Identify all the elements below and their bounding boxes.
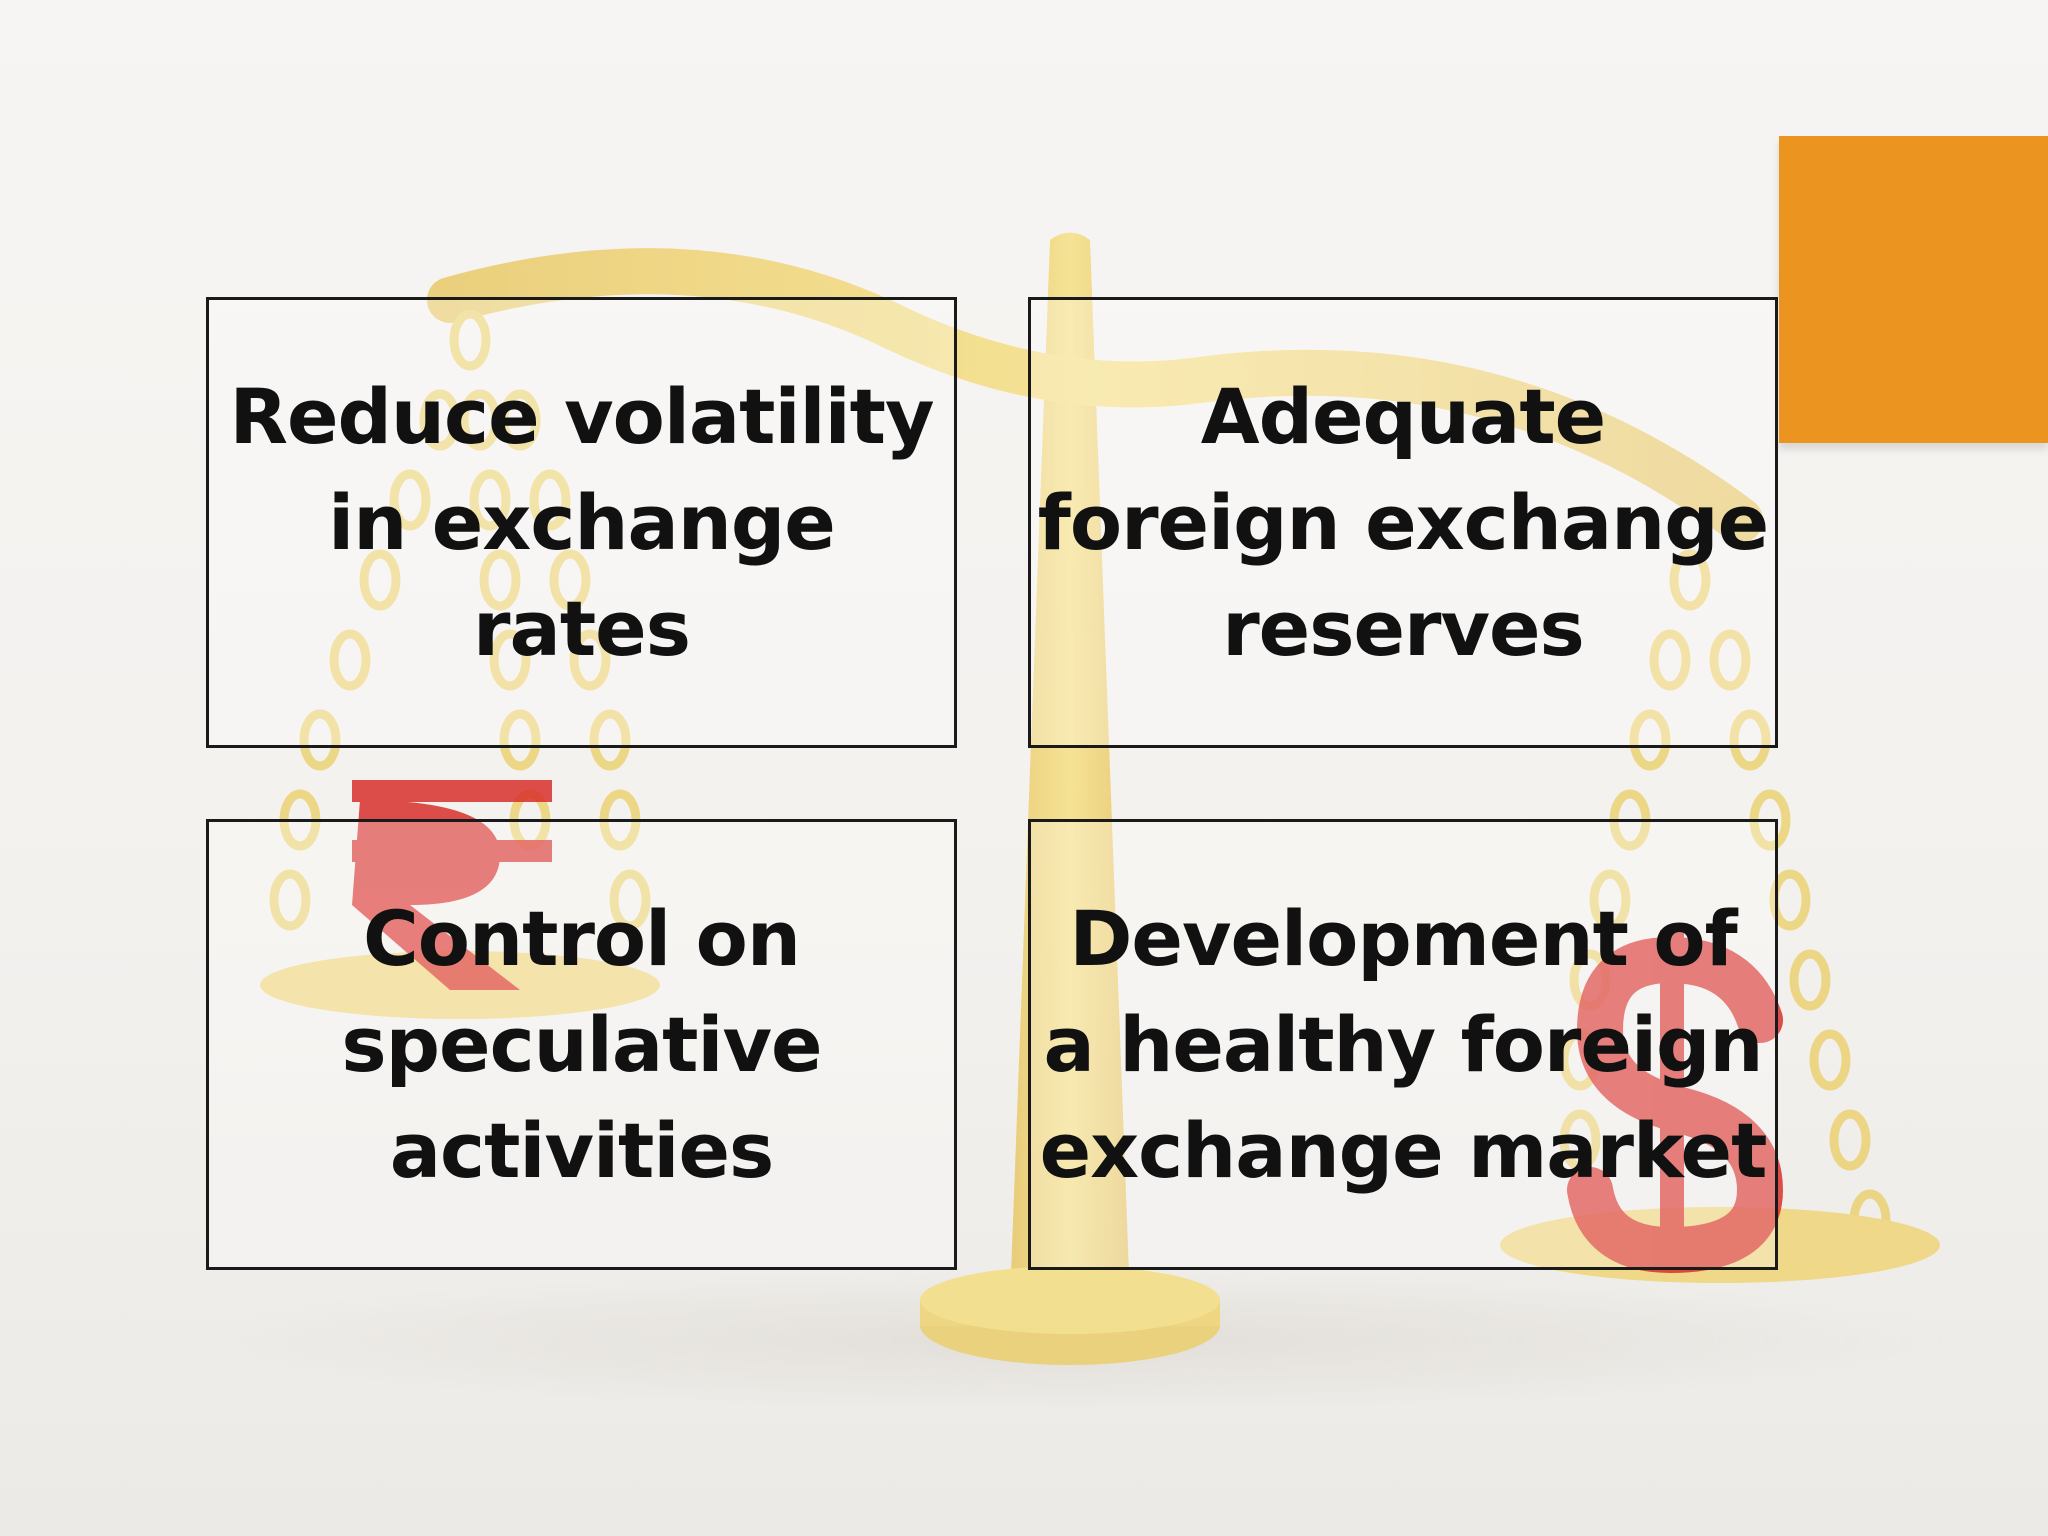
objective-text: Reduce volatility in exchange rates xyxy=(229,371,934,673)
objective-text: Control on speculative activities xyxy=(341,893,822,1195)
dollar-symbol-icon xyxy=(1567,930,1784,1274)
objective-box-market-development: Development of a healthy foreign exchang… xyxy=(1028,819,1778,1270)
orange-accent-block xyxy=(1779,136,2048,443)
objective-text: Adequate foreign exchange reserves xyxy=(1037,371,1769,673)
objective-text: Development of a healthy foreign exchang… xyxy=(1039,893,1768,1195)
objective-box-control-speculation: Control on speculative activities xyxy=(206,819,957,1270)
rupee-symbol-icon xyxy=(352,780,552,990)
objective-box-adequate-reserves: Adequate foreign exchange reserves xyxy=(1028,297,1778,748)
objective-box-reduce-volatility: Reduce volatility in exchange rates xyxy=(206,297,957,748)
